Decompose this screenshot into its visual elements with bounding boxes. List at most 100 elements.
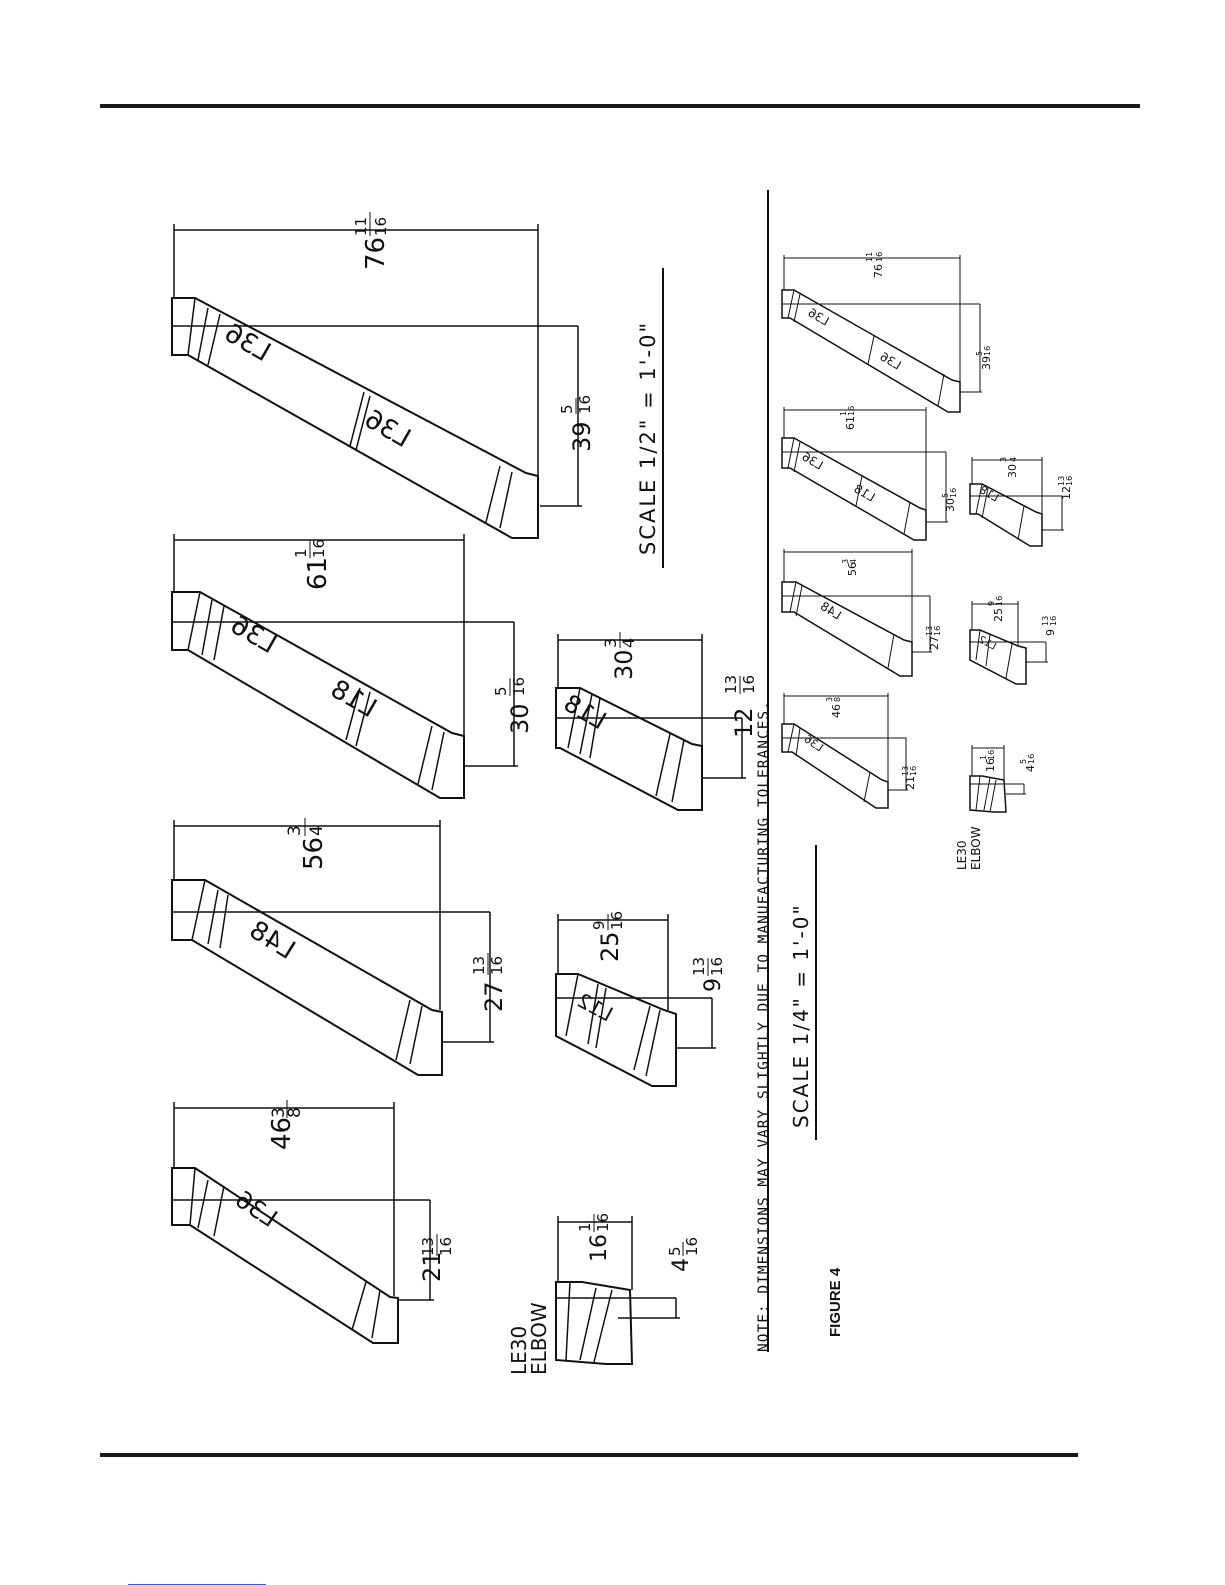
svg-text:SCALE 1/2" = 1'-0": SCALE 1/2" = 1'-0"	[636, 321, 660, 555]
piece-label: L18	[851, 481, 877, 504]
svg-text:3: 3	[601, 638, 620, 648]
svg-text:16: 16	[587, 1234, 612, 1262]
small-assembly-L36-46: L36 46 3 8 21 13 16	[781, 693, 918, 809]
svg-text:16: 16	[933, 626, 942, 636]
piece-label: L36	[802, 732, 826, 754]
svg-text:39: 39	[568, 421, 596, 452]
svg-text:76: 76	[872, 264, 885, 278]
svg-text:13: 13	[470, 956, 488, 975]
svg-text:16: 16	[510, 677, 528, 696]
svg-text:16: 16	[708, 957, 726, 976]
svg-text:LE30: LE30	[955, 840, 969, 870]
elbow-label-small: LE30 ELBOW	[955, 826, 983, 870]
svg-text:25: 25	[992, 608, 1005, 622]
figure-label: FIGURE 4	[827, 1267, 844, 1337]
svg-text:16: 16	[1027, 754, 1036, 764]
svg-text:46: 46	[267, 1117, 297, 1150]
svg-text:16: 16	[875, 252, 884, 262]
svg-text:5: 5	[666, 1246, 684, 1256]
small-assembly-LE30-elbow: 16 1 16 4 5 16	[969, 745, 1037, 813]
svg-text:21: 21	[418, 1251, 446, 1282]
elbow-label-large: LE30 ELBOW	[507, 1302, 551, 1375]
piece-label: L48	[244, 915, 300, 966]
svg-text:16: 16	[608, 911, 626, 930]
svg-text:16: 16	[372, 217, 390, 236]
svg-text:13: 13	[925, 626, 934, 636]
svg-text:4: 4	[669, 1258, 694, 1272]
svg-text:LE30: LE30	[507, 1326, 531, 1375]
svg-text:ELBOW: ELBOW	[969, 826, 983, 870]
svg-text:56: 56	[299, 837, 329, 870]
small-assembly-L18-30: L18 30 3 4 12 13 16	[969, 457, 1074, 547]
svg-text:16: 16	[984, 758, 997, 772]
svg-text:3: 3	[841, 559, 850, 564]
assembly-L48-56: L48 56 3 4 27 13 16	[171, 818, 508, 1076]
svg-text:3: 3	[999, 457, 1008, 462]
svg-text:5: 5	[975, 351, 984, 356]
svg-text:9: 9	[1044, 629, 1057, 636]
svg-text:61: 61	[303, 557, 333, 590]
svg-text:12: 12	[1060, 486, 1073, 500]
svg-text:16: 16	[437, 1237, 455, 1256]
svg-text:9: 9	[987, 601, 996, 606]
piece-label: L18	[325, 674, 381, 724]
svg-text:16: 16	[983, 346, 992, 356]
assembly-L36-L18-61: L36 L18 61 1 16 30 5 16	[171, 534, 534, 799]
small-assembly-L48-56: L48 56 3 4 27 13 16	[781, 549, 942, 677]
svg-text:16: 16	[995, 596, 1004, 606]
assembly-LE30-elbow-16: 16 1 16 4 5 16	[555, 1213, 701, 1365]
bottom-rule	[100, 1453, 1078, 1457]
svg-text:3: 3	[825, 697, 834, 702]
piece-label: L36	[230, 1185, 282, 1233]
svg-text:27: 27	[480, 981, 508, 1012]
svg-text:30: 30	[1006, 464, 1019, 478]
svg-text:30: 30	[610, 649, 638, 680]
svg-text:27: 27	[928, 636, 941, 650]
svg-text:4: 4	[849, 559, 858, 564]
svg-text:56: 56	[846, 562, 859, 576]
piece-label: L36	[359, 404, 415, 454]
svg-text:3: 3	[285, 825, 305, 836]
svg-text:16: 16	[488, 956, 506, 975]
svg-text:12: 12	[730, 707, 758, 738]
assembly-L36-46: L36 46 3 8 21 13 16	[171, 1100, 455, 1344]
svg-text:4: 4	[1024, 765, 1037, 772]
svg-text:39: 39	[980, 356, 993, 370]
piece-label: L48	[818, 599, 844, 623]
svg-text:1: 1	[839, 411, 848, 416]
top-rule	[100, 104, 1140, 108]
piece-label: L18	[977, 483, 1001, 504]
svg-text:16: 16	[949, 488, 958, 498]
svg-text:13: 13	[419, 1237, 437, 1256]
svg-text:8: 8	[833, 697, 842, 702]
svg-text:30: 30	[944, 498, 957, 512]
svg-text:11: 11	[865, 252, 874, 262]
svg-text:13: 13	[1041, 616, 1050, 626]
svg-text:9: 9	[590, 920, 608, 930]
scale-quarter-label: SCALE 1/4" = 1'-0"	[789, 845, 817, 1140]
svg-text:16: 16	[740, 675, 758, 694]
svg-text:3: 3	[269, 1107, 289, 1118]
svg-text:46: 46	[830, 704, 843, 718]
svg-text:13: 13	[901, 766, 910, 776]
svg-text:ELBOW: ELBOW	[527, 1302, 551, 1375]
svg-text:25: 25	[596, 931, 624, 962]
svg-text:16: 16	[683, 1237, 701, 1256]
svg-text:61: 61	[844, 416, 857, 430]
svg-text:16: 16	[987, 750, 996, 760]
scale-half-label: SCALE 1/2" = 1'-0"	[636, 268, 664, 568]
svg-text:1: 1	[292, 548, 310, 558]
svg-text:13: 13	[690, 957, 708, 976]
svg-text:16: 16	[1049, 616, 1058, 626]
svg-text:16: 16	[576, 395, 594, 414]
small-assembly-L36-L36-76: L36 L36 76 11 16 39 5 16	[781, 252, 993, 413]
svg-text:9: 9	[701, 978, 726, 992]
assembly-L18-30: L18 30 3 4 12 13 16	[555, 632, 758, 811]
svg-text:76: 76	[361, 237, 391, 270]
svg-text:30: 30	[506, 703, 534, 734]
svg-text:8: 8	[285, 1107, 305, 1118]
assembly-L12-25: L12 25 9 16 9 13 16	[555, 911, 726, 1087]
svg-text:5: 5	[558, 404, 576, 414]
svg-text:16: 16	[847, 406, 856, 416]
